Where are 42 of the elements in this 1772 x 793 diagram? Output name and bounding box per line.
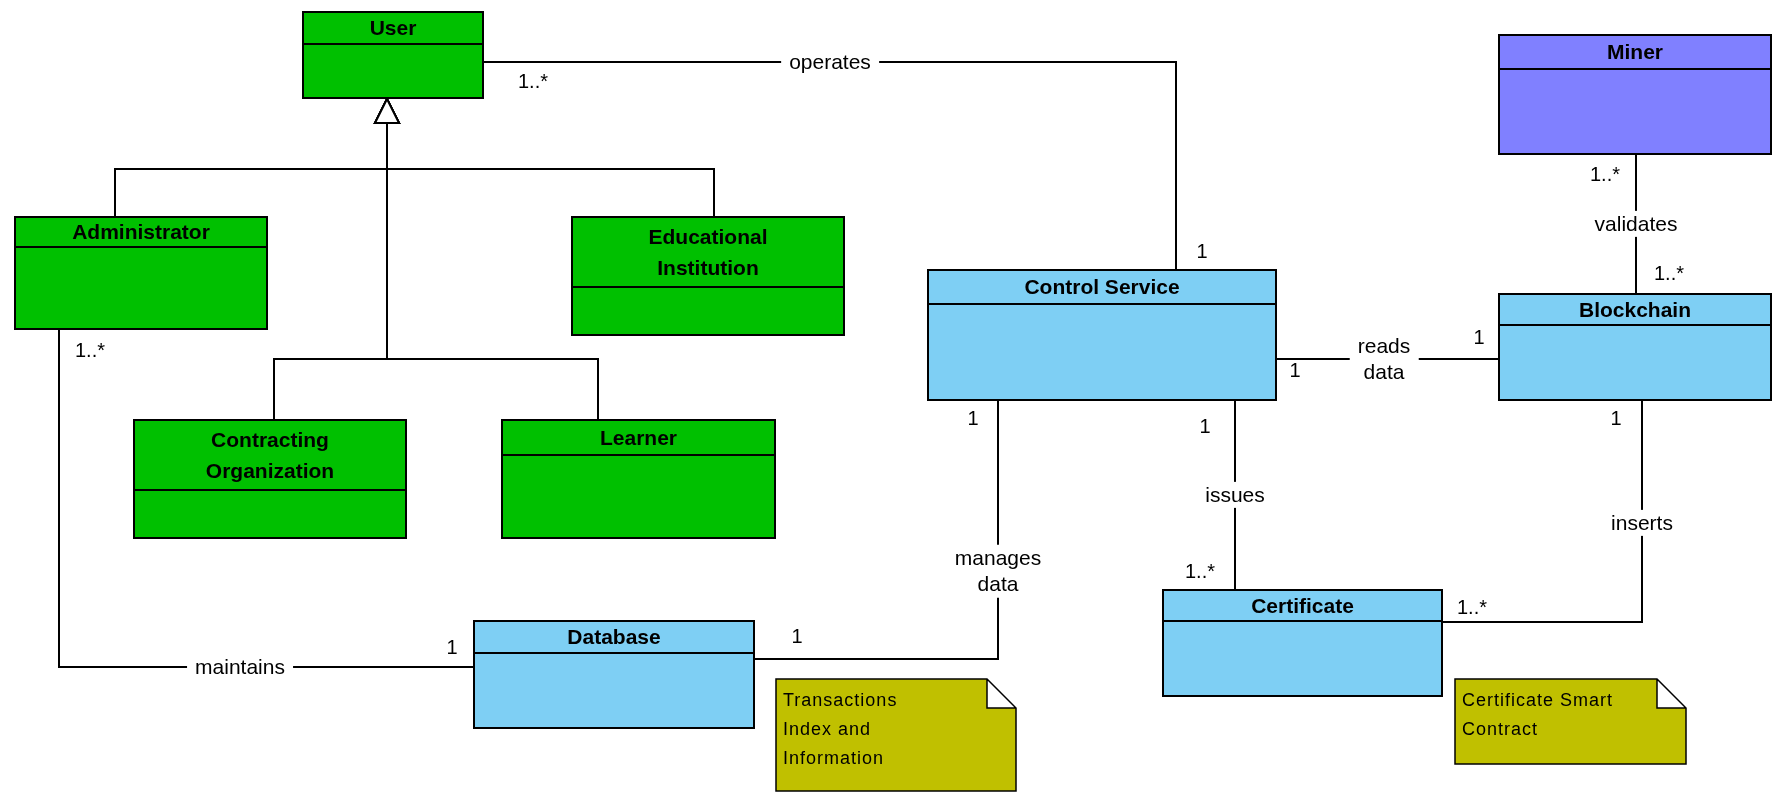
note-text: Certificate Smart Contract: [1462, 689, 1615, 741]
class-name: Educational Institution: [647, 223, 769, 281]
class-box: [473, 620, 755, 729]
generalization-arrow: [374, 98, 599, 420]
class-name: Miner: [1606, 39, 1664, 66]
multiplicity-label: 1: [967, 406, 979, 431]
class-box: [1498, 34, 1772, 155]
multiplicity-label: 1: [1289, 358, 1301, 383]
multiplicity-label: 1: [1196, 239, 1208, 264]
association-line: [1442, 400, 1643, 623]
multiplicity-label: 1..*: [1654, 261, 1684, 286]
multiplicity-label: 1..*: [1590, 162, 1620, 187]
class-name: Contracting Organization: [204, 426, 336, 484]
class-name: Blockchain: [1577, 296, 1692, 323]
multiplicity-label: 1: [1199, 414, 1211, 439]
multiplicity-label: 1..*: [75, 338, 105, 363]
class-name: User: [368, 15, 418, 42]
multiplicity-label: 1: [1610, 406, 1622, 431]
note: [775, 678, 1017, 792]
class-box: [571, 216, 845, 336]
class-box: [1498, 293, 1772, 401]
class-box: [302, 11, 484, 99]
multiplicity-label: 1: [791, 624, 803, 649]
class-box: [14, 216, 268, 330]
class-box: [133, 419, 407, 539]
multiplicity-label: 1..*: [518, 69, 548, 94]
class-box: [501, 419, 776, 539]
class-name: Certificate: [1250, 592, 1355, 619]
class-box: [1162, 589, 1443, 697]
class-name: Learner: [598, 424, 678, 451]
multiplicity-label: 1..*: [1457, 595, 1487, 620]
multiplicity-label: 1..*: [1185, 559, 1215, 584]
class-name: Database: [566, 624, 662, 651]
association-line: [483, 61, 1177, 270]
note: [1454, 678, 1687, 765]
class-box: [927, 269, 1277, 401]
multiplicity-label: 1: [446, 635, 458, 660]
class-name: Administrator: [71, 219, 211, 246]
class-name: Control Service: [1023, 274, 1181, 301]
multiplicity-label: 1: [1473, 325, 1485, 350]
note-text: Transactions Index and Information: [783, 689, 899, 770]
association-line: [754, 400, 999, 660]
